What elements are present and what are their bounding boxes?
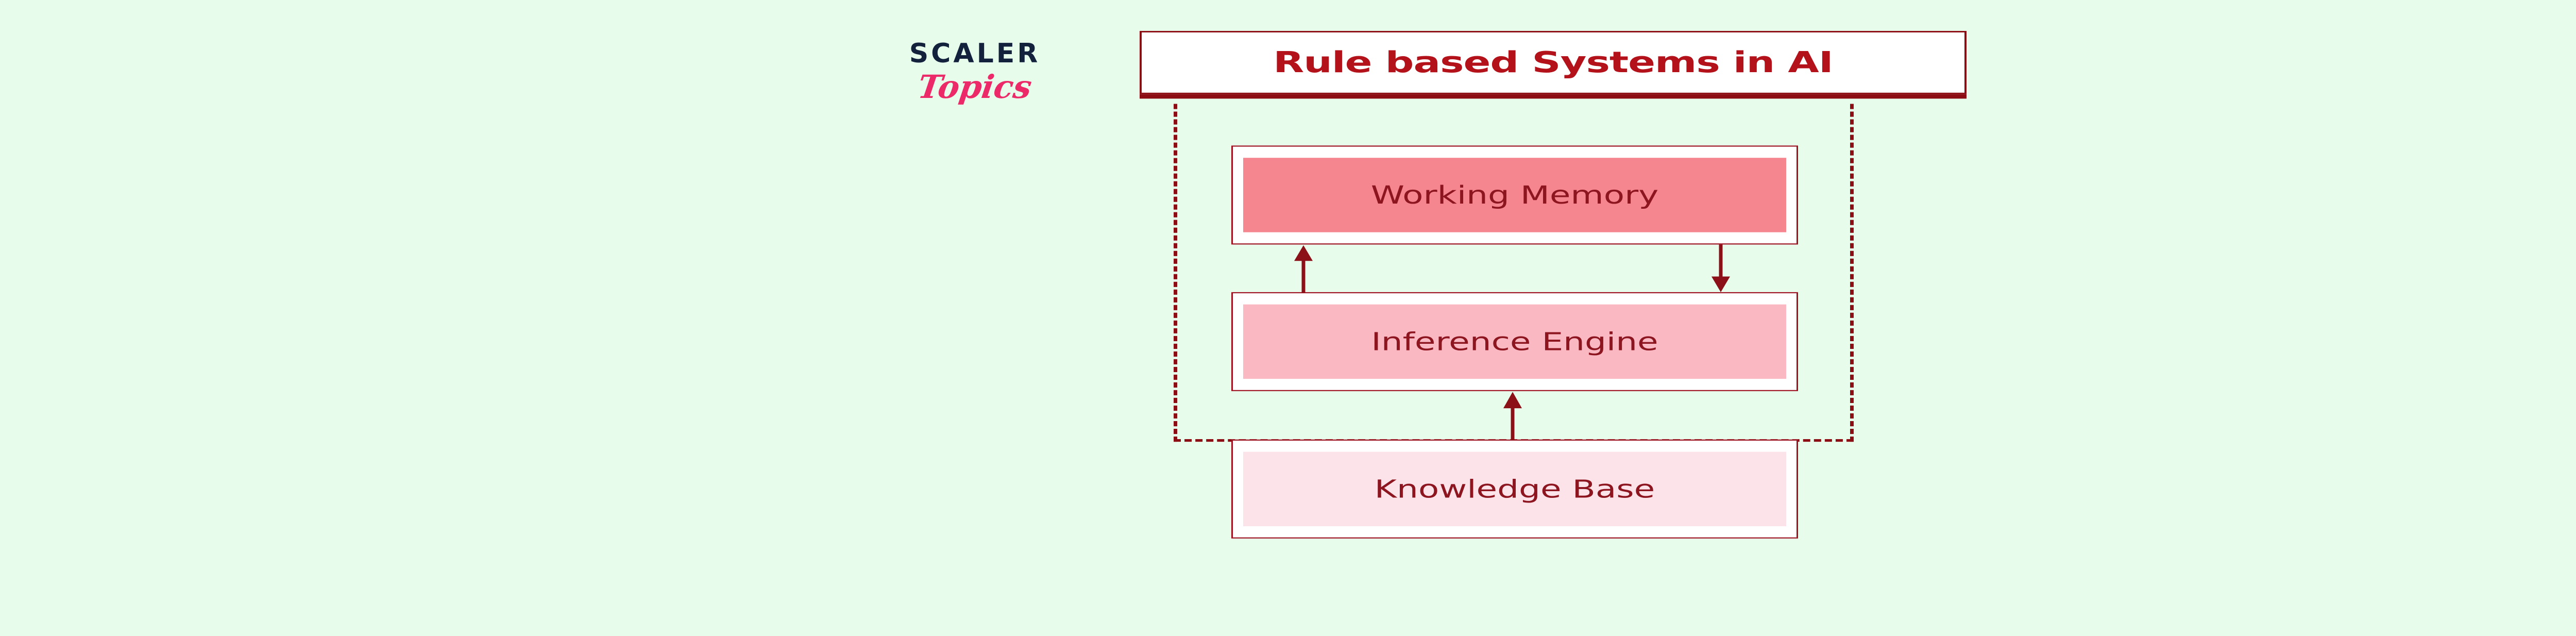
component-working-memory: Working Memory xyxy=(1231,145,1798,245)
component-knowledge-base-label: Knowledge Base xyxy=(1374,474,1655,504)
diagram-title-banner: Rule based Systems in AI xyxy=(1140,31,1967,94)
component-working-memory-label: Working Memory xyxy=(1370,180,1659,210)
rule-based-systems-diagram: Rule based Systems in AI Working Memory … xyxy=(1133,31,2009,608)
component-inference-engine-label: Inference Engine xyxy=(1371,327,1658,356)
arrow-up-icon-inference-to-working-memory xyxy=(1294,245,1313,293)
arrow-up-icon-knowledge-base-to-inference xyxy=(1503,392,1522,441)
component-knowledge-base: Knowledge Base xyxy=(1231,439,1798,539)
component-knowledge-base-fill: Knowledge Base xyxy=(1243,451,1786,526)
brand-wordmark: SCALER xyxy=(909,38,1041,69)
arrow-down-icon-working-memory-to-inference xyxy=(1711,244,1730,292)
component-working-memory-fill: Working Memory xyxy=(1243,158,1786,232)
scaler-topics-logo: SCALER Topics xyxy=(890,40,1060,128)
component-inference-engine-fill: Inference Engine xyxy=(1243,304,1786,379)
brand-script-topics: Topics xyxy=(915,68,1035,106)
component-inference-engine: Inference Engine xyxy=(1231,292,1798,391)
diagram-canvas: Rule based Systems in AI Working Memory … xyxy=(1133,31,2009,608)
page-title: Rule based Systems in AI xyxy=(1273,45,1833,79)
